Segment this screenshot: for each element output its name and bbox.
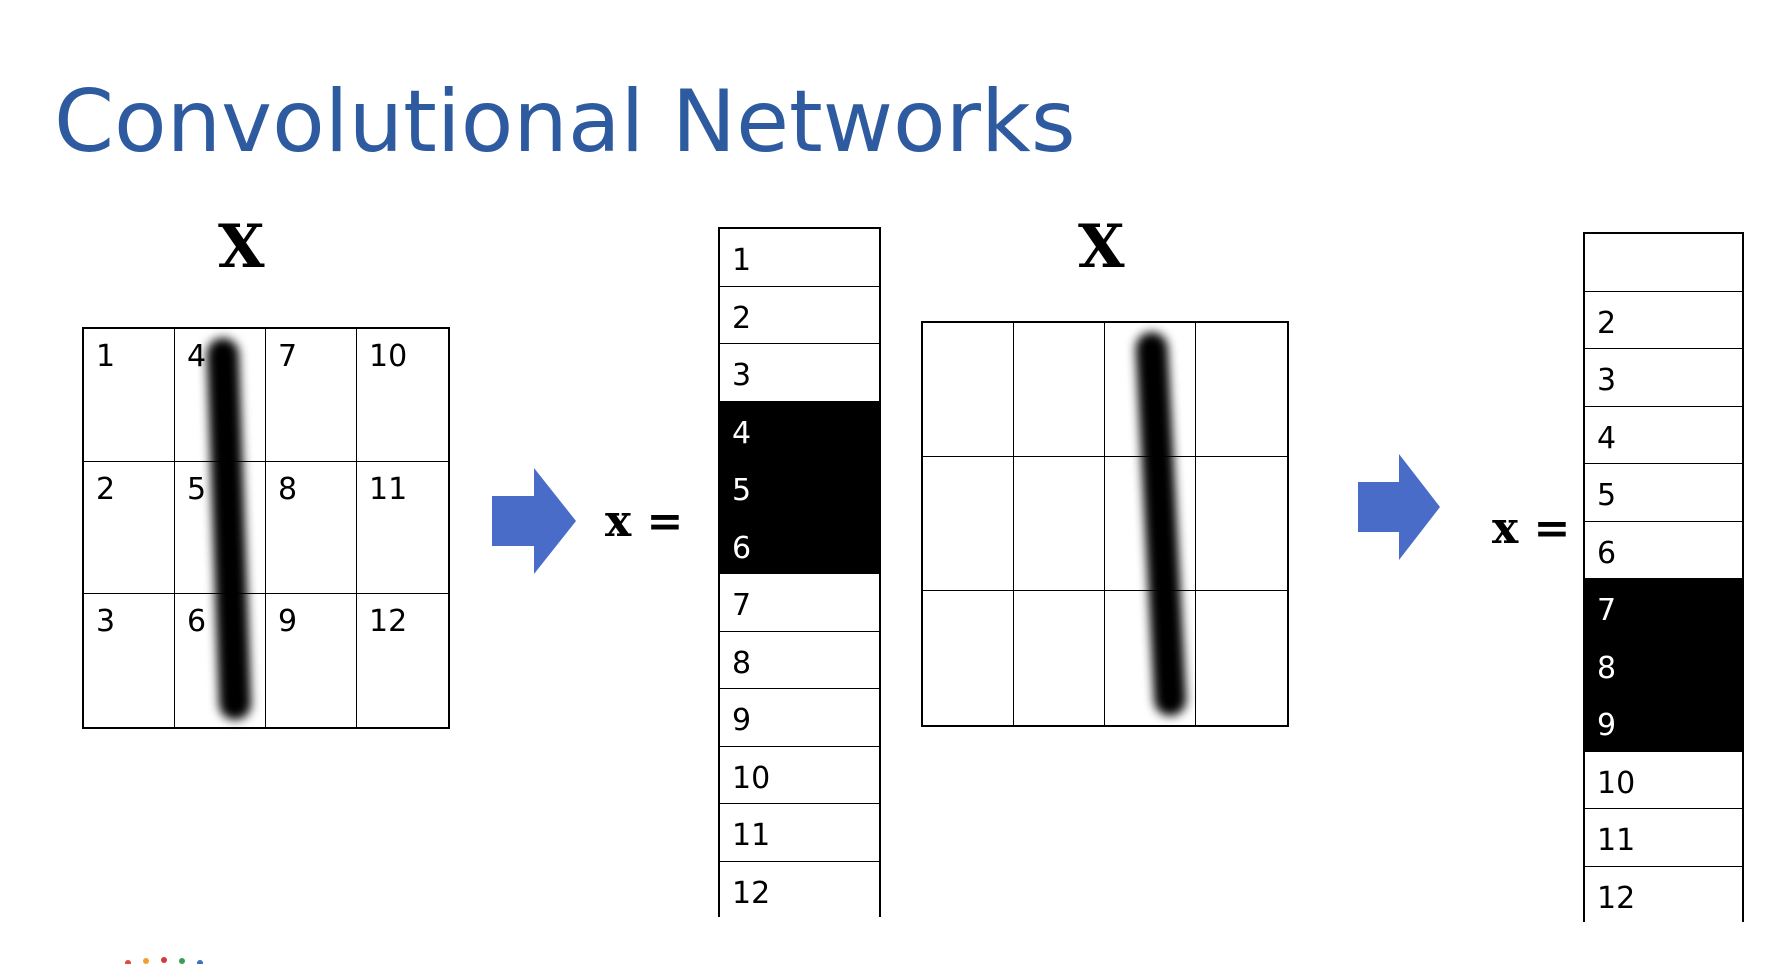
vector-cell: 2	[720, 286, 879, 344]
vector-cell: 1	[720, 229, 879, 287]
vector-cell: 4	[1585, 406, 1742, 464]
grid-cell	[1105, 591, 1196, 725]
right-equals-label: x =	[1492, 503, 1571, 554]
vector-cell: 11	[1585, 809, 1742, 867]
grid-cell: 2	[84, 461, 175, 595]
grid-cell	[1014, 457, 1105, 591]
vector-cell: 12	[720, 861, 879, 919]
left-vector: 1 2 3 4 5 6 7 8 9 10 11 12	[718, 227, 881, 919]
vector-cell: 6	[1585, 521, 1742, 579]
grid-cell: 12	[369, 604, 408, 640]
grid-cell	[923, 591, 1014, 725]
grid-cell: 3	[84, 594, 175, 727]
grid-cell: 1	[84, 329, 175, 462]
vector-cell: 12	[1585, 866, 1742, 924]
vector-cell-highlighted: 8	[1585, 636, 1742, 694]
grid-cell: 6	[175, 594, 266, 727]
vector-cell-highlighted: 4	[720, 401, 879, 459]
grid-cell	[923, 457, 1014, 591]
vector-cell: 10	[1585, 751, 1742, 809]
left-equals-label: x =	[605, 496, 684, 547]
grid-cell: 11	[357, 462, 448, 595]
vector-cell: 8	[720, 631, 879, 689]
grid-cell: 9	[266, 594, 357, 727]
vector-cell: 10	[720, 746, 879, 804]
vector-cell: 2	[1585, 291, 1742, 349]
left-matrix-label: X	[218, 212, 265, 282]
slide-title: Convolutional Networks	[54, 72, 1076, 172]
grid-cell	[923, 323, 1014, 457]
vector-cell: 11	[720, 804, 879, 862]
grid-cell	[1196, 591, 1287, 725]
vector-cell-highlighted: 9	[1585, 694, 1742, 752]
vector-cell: 9	[720, 689, 879, 747]
vector-cell: 7	[720, 574, 879, 632]
right-vector: 2 3 4 5 6 7 8 9 10 11 12	[1583, 232, 1744, 924]
logo-icon	[125, 957, 203, 964]
grid-cell: 10	[357, 329, 448, 462]
vector-cell: 3	[1585, 349, 1742, 407]
right-arrow-icon	[1358, 454, 1440, 560]
right-arrow-icon	[492, 468, 576, 574]
grid-cell: 8	[266, 461, 357, 595]
grid-cell: 7	[266, 329, 357, 462]
right-matrix-label: X	[1078, 212, 1125, 282]
grid-cell	[1014, 323, 1105, 457]
grid-cell	[1014, 591, 1105, 725]
vector-cell	[1585, 234, 1742, 292]
grid-cell	[1196, 457, 1287, 591]
vector-cell: 5	[1585, 464, 1742, 522]
vector-cell-highlighted: 5	[720, 459, 879, 517]
vector-cell: 3	[720, 344, 879, 402]
right-image-grid	[921, 321, 1289, 727]
grid-cell	[1196, 323, 1287, 457]
vector-cell-highlighted: 6	[720, 516, 879, 574]
vector-cell-highlighted: 7	[1585, 579, 1742, 637]
left-image-grid: 1 4 7 10 2 5 8 11 3 6 9 12	[82, 327, 450, 729]
